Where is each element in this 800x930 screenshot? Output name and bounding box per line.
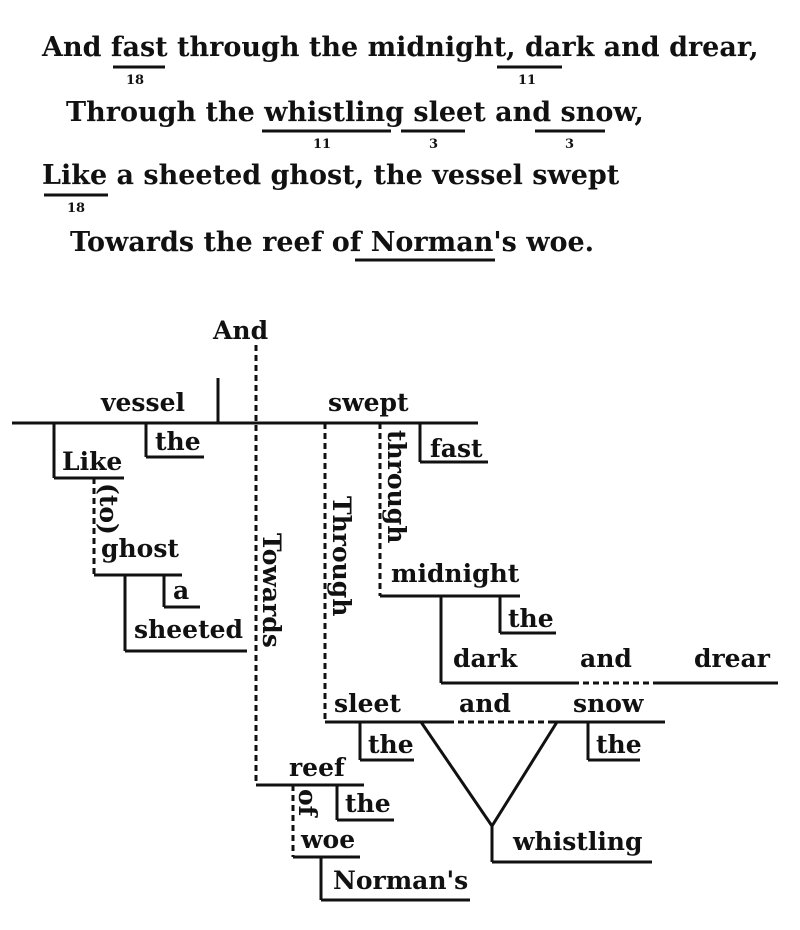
word-sleet: sleet <box>334 689 401 718</box>
poem-line-2: Through the whistling sleet and snow, <box>66 97 644 128</box>
word-drear: drear <box>694 644 771 673</box>
word-reef: reef <box>289 753 347 782</box>
word-midnight: midnight <box>391 559 520 588</box>
poem-line-3: Like a sheeted ghost, the vessel swept <box>42 160 620 191</box>
word-whistling: whistling <box>512 827 642 856</box>
word-and-dark: and <box>580 644 632 673</box>
word-woe: woe <box>300 825 355 854</box>
poem-underlines <box>44 65 605 262</box>
word-like: Like <box>62 447 122 476</box>
word-the-sleet: the <box>368 730 414 759</box>
poem-line-4: Towards the reef of Norman's woe. <box>70 227 595 258</box>
word-a: a <box>173 576 189 605</box>
word-normans: Norman's <box>333 866 468 895</box>
number-whistling: 11 <box>313 137 332 152</box>
word-and-top: And <box>212 316 268 345</box>
word-swept: swept <box>328 388 409 417</box>
word-sheeted: sheeted <box>134 615 243 644</box>
number-like: 18 <box>67 201 86 216</box>
whistling-v-right <box>490 721 559 827</box>
word-through-1: Through <box>327 496 356 616</box>
word-the-reef: the <box>345 789 391 818</box>
word-snow: snow <box>573 689 645 718</box>
number-snow: 3 <box>565 137 575 152</box>
word-and-sleet: and <box>459 689 511 718</box>
number-fast: 18 <box>126 73 145 88</box>
word-the-vessel: the <box>155 427 201 456</box>
number-dark: 11 <box>518 73 537 88</box>
word-ghost: ghost <box>101 534 179 563</box>
word-the-snow: the <box>596 730 642 759</box>
word-fast: fast <box>430 434 483 463</box>
word-of: of <box>293 789 322 819</box>
number-sleet: 3 <box>429 137 439 152</box>
word-to: (to) <box>94 483 123 535</box>
poem-line-1: And fast through the midnight, dark and … <box>42 32 759 63</box>
whistling-v-left <box>419 721 494 827</box>
word-the-midnight: the <box>508 604 554 633</box>
word-through-2: through <box>382 430 411 543</box>
word-dark: dark <box>453 644 518 673</box>
word-vessel: vessel <box>100 388 185 417</box>
word-towards: Towards <box>257 533 286 648</box>
poem-text: And fast through the midnight, dark and … <box>0 0 800 280</box>
